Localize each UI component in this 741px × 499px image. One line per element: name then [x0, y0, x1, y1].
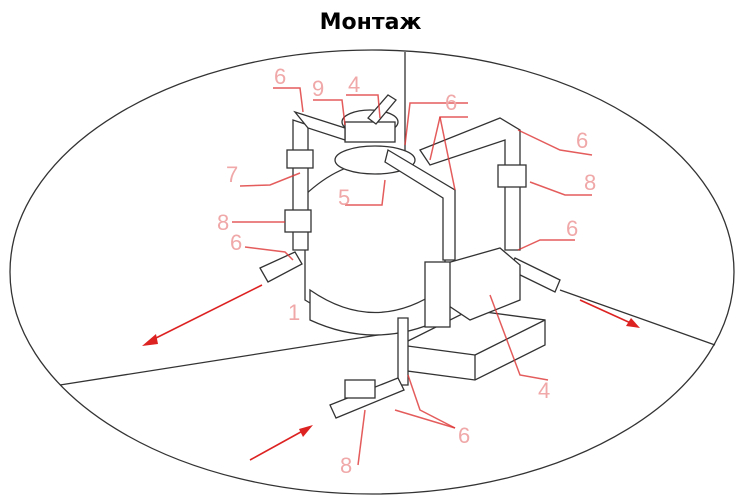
diagram-title: Монтаж — [319, 10, 422, 35]
part-label: 6 — [445, 90, 457, 115]
flow-arrow — [142, 284, 263, 346]
part-label: 4 — [538, 378, 550, 403]
part-label: 6 — [458, 423, 470, 448]
flow-arrow — [249, 425, 313, 461]
part-label: 6 — [274, 64, 286, 89]
valve-handles — [284, 149, 527, 399]
part-label: 4 — [348, 72, 360, 97]
ground-line — [559, 289, 716, 346]
part-label: 6 — [576, 128, 588, 153]
part-label: 5 — [338, 185, 350, 210]
pump — [424, 247, 521, 328]
part-label: 7 — [226, 162, 238, 187]
part-label: 6 — [230, 230, 242, 255]
ground-ellipse — [9, 49, 735, 495]
part-label: 6 — [566, 216, 578, 241]
ground-line — [59, 329, 411, 386]
leader-lines — [232, 87, 593, 466]
part-label: 9 — [312, 76, 324, 101]
part-label: 8 — [584, 170, 596, 195]
part-label: 8 — [217, 210, 229, 235]
part-label: 1 — [288, 300, 300, 325]
flow-arrow — [579, 299, 640, 328]
multiport-valve — [341, 94, 399, 143]
part-label: 8 — [340, 453, 352, 478]
